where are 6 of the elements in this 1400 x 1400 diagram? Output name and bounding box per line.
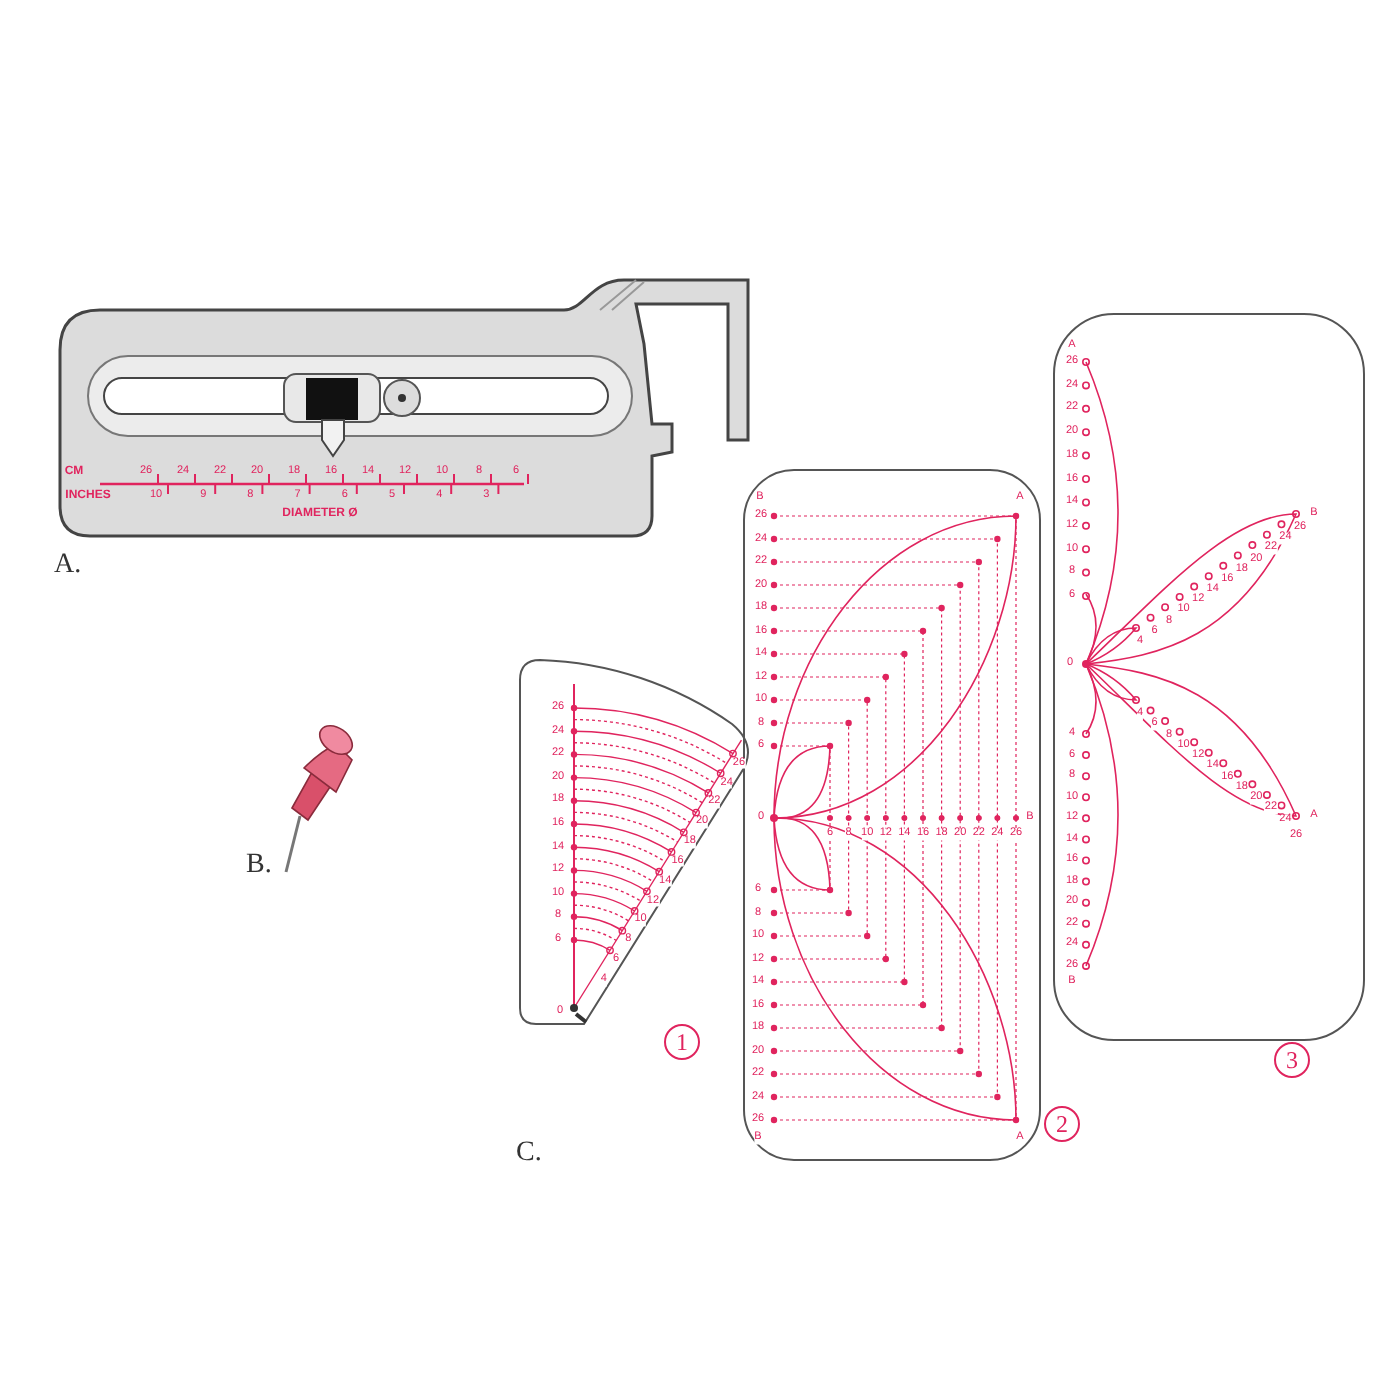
- template-number: 3: [1274, 1042, 1310, 1078]
- template-number: 2: [1044, 1106, 1080, 1142]
- template-number: 1: [664, 1024, 700, 1060]
- figure-letter: C.: [516, 1138, 542, 1170]
- figure-letter: A.: [54, 550, 82, 582]
- figure-letter: B.: [246, 850, 272, 882]
